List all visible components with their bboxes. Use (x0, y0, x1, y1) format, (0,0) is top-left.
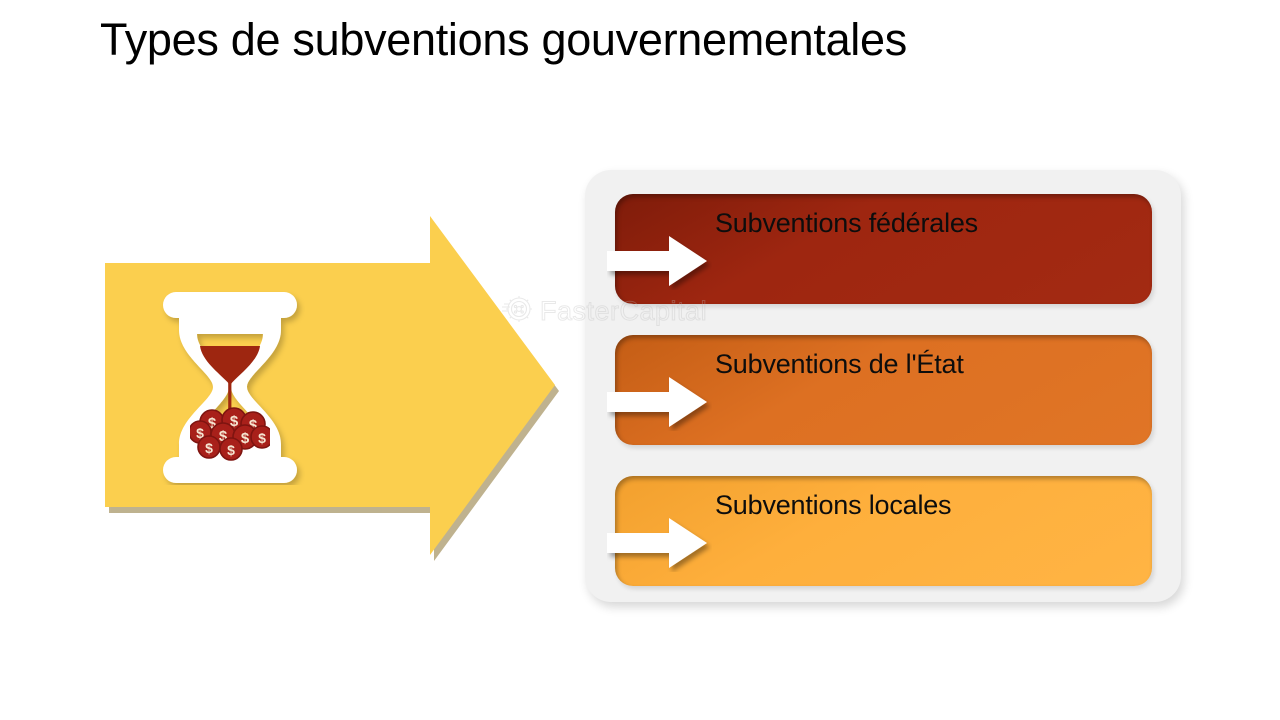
svg-text:$: $ (241, 430, 250, 447)
svg-text:$: $ (227, 442, 235, 458)
coin-pile: $ $ $ $ $ $ $ (188, 405, 274, 463)
white-right-arrow-icon (607, 232, 712, 290)
svg-text:$: $ (249, 417, 258, 434)
svg-text:$: $ (196, 425, 204, 441)
page-title: Types de subventions gouvernementales (100, 14, 907, 65)
svg-text:$: $ (208, 415, 217, 432)
grant-type-label: Subventions de l'État (715, 349, 964, 379)
grant-type-item-local[interactable]: Subventions locales (607, 476, 1152, 586)
grant-type-label: Subventions fédérales (715, 208, 978, 238)
grant-type-item-state[interactable]: Subventions de l'État (607, 335, 1152, 445)
svg-text:$: $ (205, 440, 213, 456)
grant-type-item-federal[interactable]: Subventions fédérales (607, 194, 1152, 304)
yellow-right-arrow (100, 215, 570, 565)
svg-text:$: $ (219, 428, 228, 445)
svg-text:$: $ (258, 430, 266, 446)
hourglass-icon (155, 290, 305, 485)
white-right-arrow-icon (607, 373, 712, 431)
grant-type-label: Subventions locales (715, 490, 952, 520)
grant-types-panel: Subventions fédérales Subventions de l'É… (585, 170, 1181, 602)
svg-text:$: $ (230, 413, 239, 430)
white-right-arrow-icon (607, 514, 712, 572)
